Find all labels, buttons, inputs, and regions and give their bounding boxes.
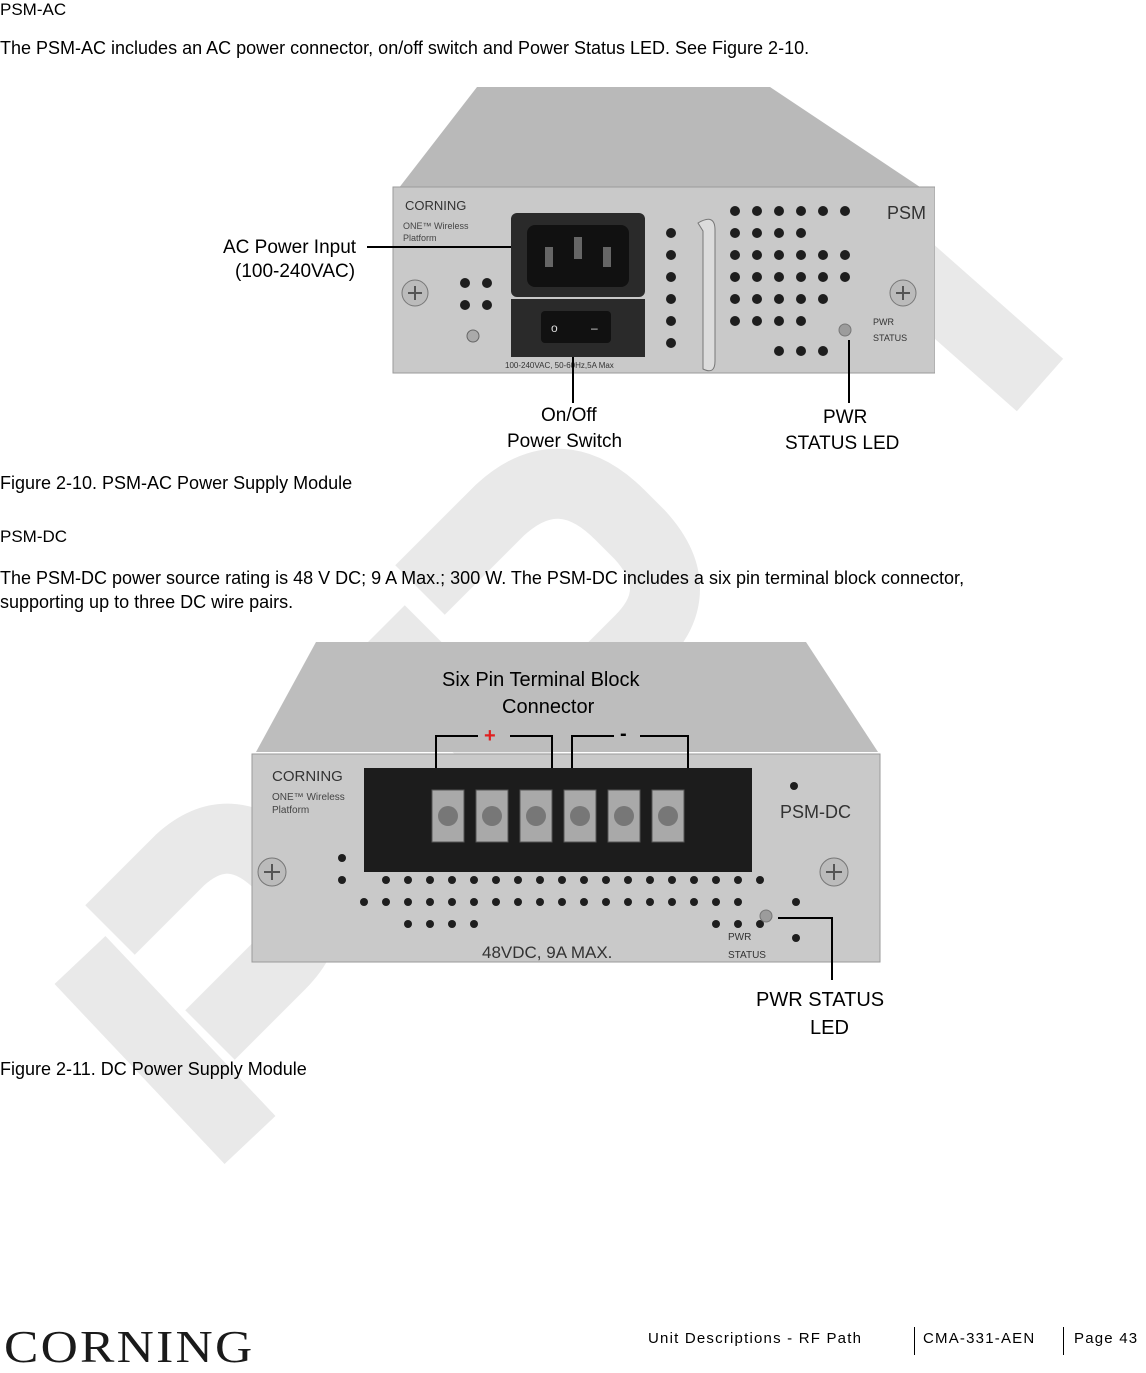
callout-block-2: Connector [502, 696, 595, 718]
plus-sign: + [484, 725, 496, 747]
footer-separator [1063, 1327, 1064, 1355]
callout-switch-2: Power Switch [507, 431, 622, 452]
callout-led-2: STATUS LED [785, 433, 899, 454]
callout-block-1: Six Pin Terminal Block [442, 669, 640, 691]
callout-ac-input-1: AC Power Input [223, 237, 357, 258]
platform-text-2: Platform [403, 233, 437, 243]
callout-ac-input-2: (100-240VAC) [235, 261, 355, 282]
section-paragraph-psm-dc-2: supporting up to three DC wire pairs. [0, 592, 294, 612]
dc-pwr-label-2: STATUS [728, 950, 766, 961]
minus-sign: - [620, 723, 627, 745]
footer-page-number: Page 43 [1074, 1330, 1139, 1347]
dc-platform-text-2: Platform [272, 805, 309, 816]
dc-rating-text: 48VDC, 9A MAX. [482, 943, 612, 962]
platform-text-1: ONE™ Wireless [403, 221, 469, 231]
section-heading-psm-dc: PSM-DC [0, 527, 68, 546]
figure-caption-2-10: Figure 2-10. PSM-AC Power Supply Module [0, 473, 353, 493]
figure-caption-2-11: Figure 2-11. DC Power Supply Module [0, 1059, 307, 1079]
pwr-label-1: PWR [873, 317, 894, 327]
pwr-status-led [838, 323, 852, 337]
corning-logo: CORNING [4, 1321, 255, 1372]
section-paragraph-psm-dc-1: The PSM-DC power source rating is 48 V D… [0, 568, 965, 588]
rating-text: 100-240VAC, 50-60Hz,5A Max [505, 361, 614, 370]
dc-platform-text-1: ONE™ Wireless [272, 792, 345, 803]
figure-psm-ac: CORNING ONE™ Wireless Platform o – 100-24… [223, 87, 935, 454]
dc-callout-led-1: PWR STATUS [756, 989, 884, 1011]
section-heading-psm-ac: PSM-AC [0, 0, 67, 19]
screw-icon [466, 329, 480, 343]
callout-switch-1: On/Off [541, 405, 597, 426]
svg-text:o: o [551, 321, 558, 335]
power-switch [541, 311, 611, 343]
svg-text:–: – [591, 321, 598, 335]
figure-psm-dc: CORNING ONE™ Wireless Platform PSM-DC PW… [251, 642, 884, 1039]
footer-separator [914, 1327, 915, 1355]
module-label: PSM [887, 203, 926, 223]
pwr-label-2: STATUS [873, 333, 907, 343]
footer-section: Unit Descriptions - RF Path [648, 1330, 863, 1347]
callout-led-1: PWR [823, 407, 867, 428]
dc-module-label: PSM-DC [780, 802, 851, 822]
brand-text: CORNING [405, 198, 466, 213]
footer-doc-id: CMA-331-AEN [923, 1330, 1036, 1347]
dc-brand-text: CORNING [272, 768, 343, 785]
dc-callout-led-2: LED [810, 1017, 849, 1039]
dc-pwr-label-1: PWR [728, 932, 751, 943]
section-paragraph-psm-ac: The PSM-AC includes an AC power connecto… [0, 38, 810, 58]
dc-pwr-status-led [759, 909, 773, 923]
